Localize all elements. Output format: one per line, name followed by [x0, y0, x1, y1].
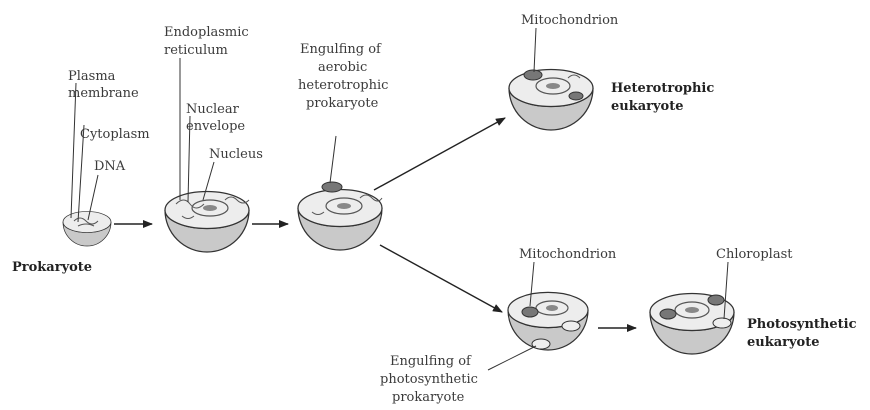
engulf-aerobic-pointer — [330, 136, 336, 183]
er-label: Endoplasmic — [164, 25, 249, 40]
engulfing-cell — [298, 182, 382, 250]
nuclear-envelope-label-2: envelope — [186, 119, 245, 134]
photosynthetic-cell — [650, 294, 734, 354]
engulf-aerobic-label-2: aerobic — [318, 60, 367, 75]
engulf-photo-pointer — [488, 346, 536, 370]
cytoplasm-label: Cytoplasm — [80, 127, 150, 142]
engulf-aerobic-label-4: prokaryote — [306, 96, 379, 111]
nucleated-cell — [165, 192, 249, 252]
plasma-membrane-label-2: membrane — [68, 86, 139, 101]
engulfed-prokaryote — [322, 182, 342, 192]
heterotrophic-label: Heterotrophic — [611, 81, 714, 96]
prokaryote-cell — [63, 211, 111, 246]
engulf-aerobic-label: Engulfing of — [300, 42, 382, 57]
photosynthetic-label-2: eukaryote — [747, 335, 820, 350]
nuclear-envelope-label: Nuclear — [186, 102, 240, 117]
mitochondrion-bottom-label: Mitochondrion — [519, 247, 617, 262]
arrow-to-photosynthetic-path — [380, 245, 502, 312]
plasma-membrane-label: Plasma — [68, 69, 116, 84]
engulfed-photosynthetic-prokaryote — [532, 339, 550, 349]
plasma-membrane-pointer — [71, 83, 76, 218]
mitochondrion-top-pointer — [534, 28, 536, 72]
prokaryote-label: Prokaryote — [12, 260, 92, 275]
engulf-photo-label-3: prokaryote — [392, 390, 465, 405]
photosynthetic-engulfing-cell — [508, 292, 588, 350]
chloroplast-label: Chloroplast — [716, 247, 793, 262]
photosynthetic-label: Photosynthetic — [747, 317, 857, 332]
heterotrophic-label-2: eukaryote — [611, 99, 684, 114]
nucleus-label: Nucleus — [209, 147, 263, 162]
engulf-aerobic-label-3: heterotrophic — [298, 78, 388, 93]
arrow-to-heterotrophic — [374, 118, 505, 190]
chloroplast — [713, 318, 731, 328]
dna-label: DNA — [94, 159, 126, 174]
mitochondrion-top — [524, 70, 542, 80]
engulf-photo-label-2: photosynthetic — [380, 372, 478, 387]
heterotrophic-cell — [509, 70, 593, 130]
mitochondrion-top-label: Mitochondrion — [521, 13, 619, 28]
er-label-2: reticulum — [164, 43, 228, 58]
engulf-photo-label: Engulfing of — [390, 354, 472, 369]
